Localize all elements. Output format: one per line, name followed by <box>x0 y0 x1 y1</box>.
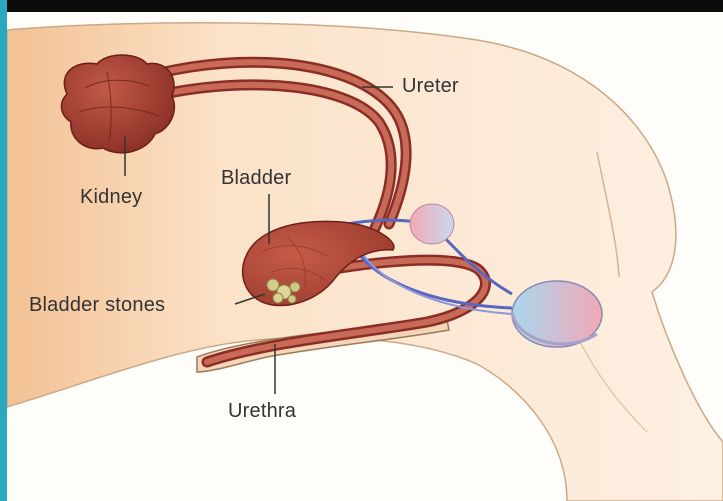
ureter-label: Ureter <box>402 75 459 98</box>
urethra-label: Urethra <box>228 400 296 423</box>
bladder-label: Bladder <box>221 167 291 190</box>
prostate-gland <box>410 204 454 244</box>
accent-bar <box>0 0 7 501</box>
top-edge <box>7 0 723 12</box>
diagram-panel: Ureter Kidney Bladder Bladder stones Ure… <box>7 12 723 501</box>
bladder-stones-label: Bladder stones <box>29 294 165 317</box>
urinary-system-illustration <box>7 12 723 501</box>
kidney-label: Kidney <box>80 186 142 209</box>
